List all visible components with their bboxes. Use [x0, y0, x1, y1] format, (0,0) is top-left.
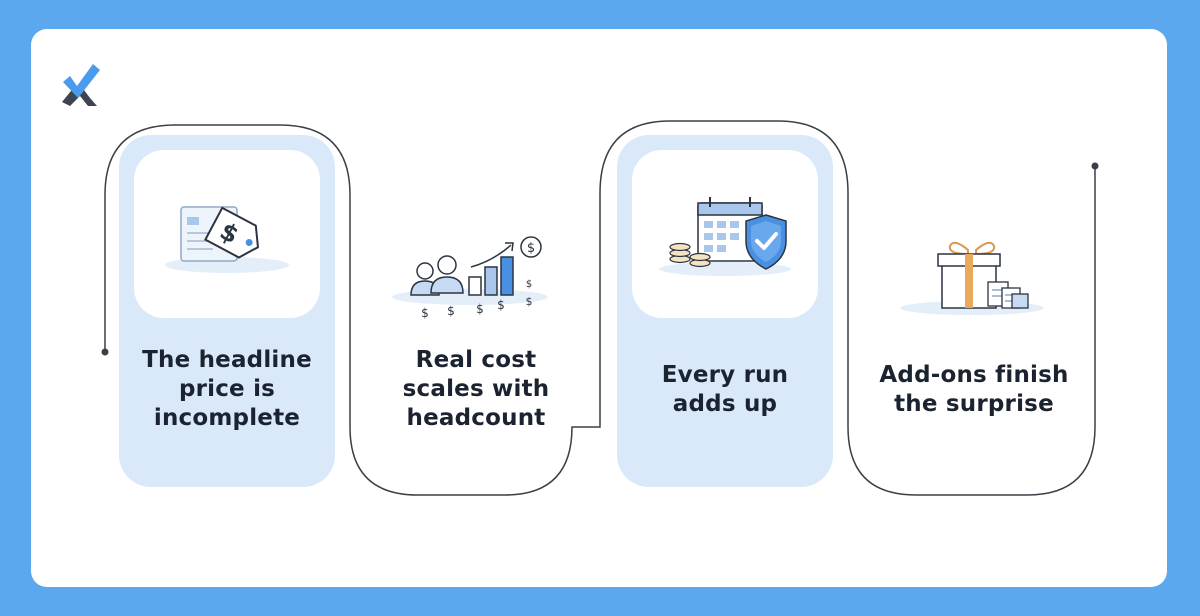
connector-end-dot: [1091, 162, 1099, 170]
svg-text:$: $: [527, 241, 535, 256]
svg-text:$: $: [421, 306, 429, 319]
step-4-label: Add-ons finish the surprise: [879, 362, 1069, 417]
step-1-label: The headline price is incomplete: [142, 347, 312, 431]
step-2-icon-area: $ $ $ $ $ $ $: [375, 225, 565, 325]
svg-text:$: $: [526, 279, 532, 290]
brand-logo-icon: [62, 64, 100, 106]
calendar-shield-icon: [659, 197, 791, 276]
step-4-icon-area: [878, 232, 1066, 320]
step-3-icon-box: [632, 150, 818, 318]
step-1-icon-box: $: [134, 150, 320, 318]
svg-text:$: $: [497, 298, 505, 312]
svg-text:$: $: [476, 302, 484, 316]
svg-text:$: $: [526, 295, 533, 308]
gift-box-icon: [900, 241, 1044, 315]
svg-text:$: $: [447, 304, 455, 318]
price-tag-icon: $: [165, 206, 289, 273]
headcount-growth-icon: $ $ $ $ $ $ $: [392, 236, 548, 319]
step-2-label: Real cost scales with headcount: [402, 347, 550, 431]
step-3-label: Every run adds up: [661, 362, 789, 417]
connector-start-dot: [101, 348, 109, 356]
